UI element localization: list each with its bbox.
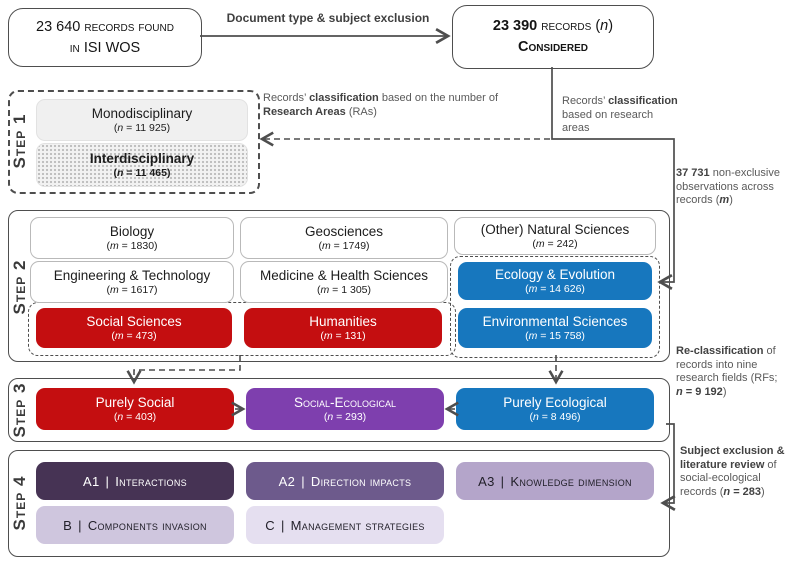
step2-box-biology: Biology (m = 1830) bbox=[30, 217, 234, 259]
exclusion-arrow-label: Document type & subject exclusion bbox=[226, 11, 430, 25]
step1-box-interdisciplinary: Interdisciplinary (n = 11 465) bbox=[36, 143, 248, 187]
step1-container bbox=[8, 90, 260, 194]
step3-box-social-ecological: Social-Ecological (n = 293) bbox=[246, 388, 444, 430]
step2-box-other-natural-sciences: (Other) Natural Sciences (m = 242) bbox=[454, 217, 656, 255]
annotation-subject-exclusion: Subject exclusion & literature review of… bbox=[680, 445, 785, 498]
step3-container bbox=[8, 378, 670, 442]
records-found-line1: 23 640 records found bbox=[36, 18, 174, 35]
step1-label: Step 1 bbox=[10, 113, 29, 169]
step4-label: Step 4 bbox=[10, 475, 29, 531]
step1-box-monodisciplinary: Monodisciplinary (n = 11 925) bbox=[36, 99, 248, 141]
records-considered-line2: Considered bbox=[518, 39, 588, 55]
annotation-observations: 37 731 non-exclusive observations across… bbox=[676, 167, 780, 206]
step2-box-engineering-technology: Engineering & Technology (m = 1617) bbox=[30, 261, 234, 303]
annotation-reclassification: Re-classification of records into nine r… bbox=[676, 345, 778, 398]
annotation-classification-ras: Records’ classification based on the num… bbox=[263, 92, 499, 118]
step2-box-medicine-health: Medicine & Health Sciences (m = 1 305) bbox=[240, 261, 448, 303]
records-considered-line1: 23 390 records (n) bbox=[492, 18, 614, 34]
step2-box-environmental-sciences: Environmental Sciences (m = 15 758) bbox=[458, 308, 652, 348]
step3-label: Step 3 bbox=[10, 382, 29, 438]
step4-box-a2-direction-impacts: A2|Direction impacts bbox=[246, 462, 444, 500]
step3-box-purely-ecological: Purely Ecological (n = 8 496) bbox=[456, 388, 654, 430]
records-found-line2: in ISI WOS bbox=[69, 39, 141, 56]
step4-box-c-management-strategies: C|Management strategies bbox=[246, 506, 444, 544]
step4-box-a1-interactions: A1|Interactions bbox=[36, 462, 234, 500]
step4-box-a3-knowledge-dimension: A3|Knowledge dimension bbox=[456, 462, 654, 500]
step2-box-humanities: Humanities (m = 131) bbox=[244, 308, 442, 348]
step2-box-social-sciences: Social Sciences (m = 473) bbox=[36, 308, 232, 348]
step3-box-purely-social: Purely Social (n = 403) bbox=[36, 388, 234, 430]
step2-label: Step 2 bbox=[10, 259, 29, 315]
records-found-box: 23 640 records found in ISI WOS bbox=[8, 8, 202, 67]
step4-box-b-components-invasion: B|Components invasion bbox=[36, 506, 234, 544]
step2-box-geosciences: Geosciences (m = 1749) bbox=[240, 217, 448, 259]
step2-social-group bbox=[28, 302, 456, 356]
records-considered-box: 23 390 records (n) Considered bbox=[452, 5, 654, 69]
step2-box-ecology-evolution: Ecology & Evolution (m = 14 626) bbox=[458, 262, 652, 300]
annotation-classification-areas: Records’ classification based on researc… bbox=[562, 95, 678, 134]
